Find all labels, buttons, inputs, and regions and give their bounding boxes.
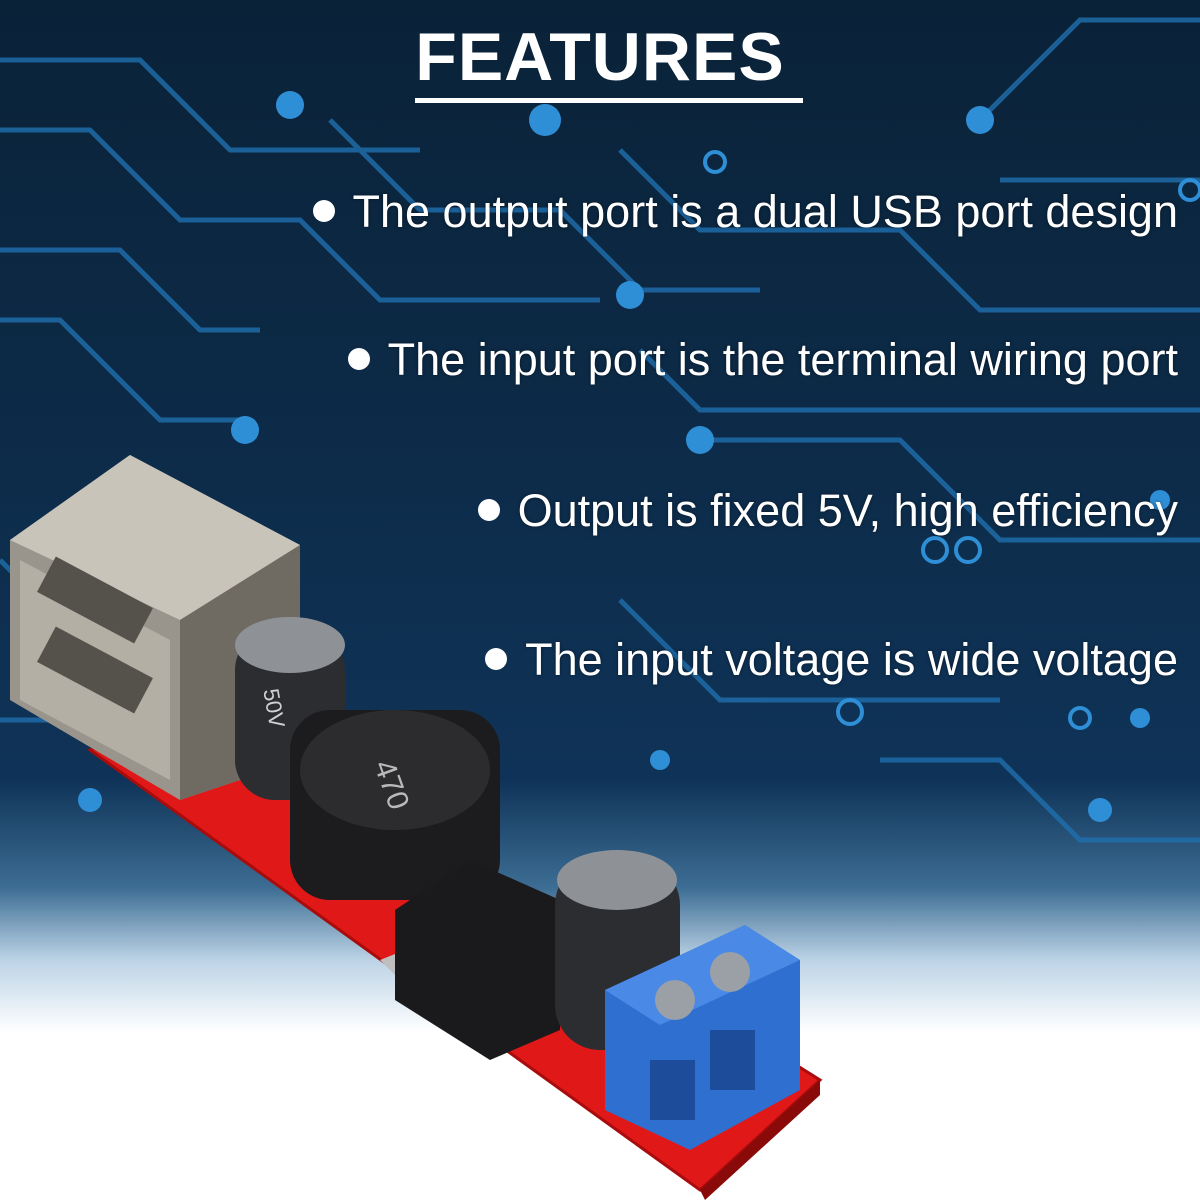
- bullet-icon: [312, 200, 335, 223]
- feature-text: Output is fixed 5V, high efficiency: [517, 485, 1178, 536]
- bullet-icon: [485, 648, 508, 671]
- inductor: 470: [290, 710, 500, 900]
- terminal-block: [605, 925, 800, 1150]
- regulator-chip: [380, 860, 560, 1060]
- product-image: 50V 470 IN-: [10, 455, 823, 1200]
- bullet-icon: [347, 348, 370, 371]
- feature-item: Output is fixed 5V, high efficiency: [477, 485, 1178, 537]
- feature-text: The output port is a dual USB port desig…: [352, 186, 1179, 237]
- feature-item: The input voltage is wide voltage: [485, 634, 1178, 686]
- title-underline: [415, 98, 803, 103]
- feature-item: The output port is a dual USB port desig…: [312, 186, 1179, 238]
- feature-text: The input port is the terminal wiring po…: [387, 334, 1178, 385]
- bullet-icon: [477, 499, 500, 522]
- feature-text: The input voltage is wide voltage: [525, 634, 1178, 685]
- page-title: FEATURES: [415, 19, 785, 95]
- feature-item: The input port is the terminal wiring po…: [347, 334, 1178, 386]
